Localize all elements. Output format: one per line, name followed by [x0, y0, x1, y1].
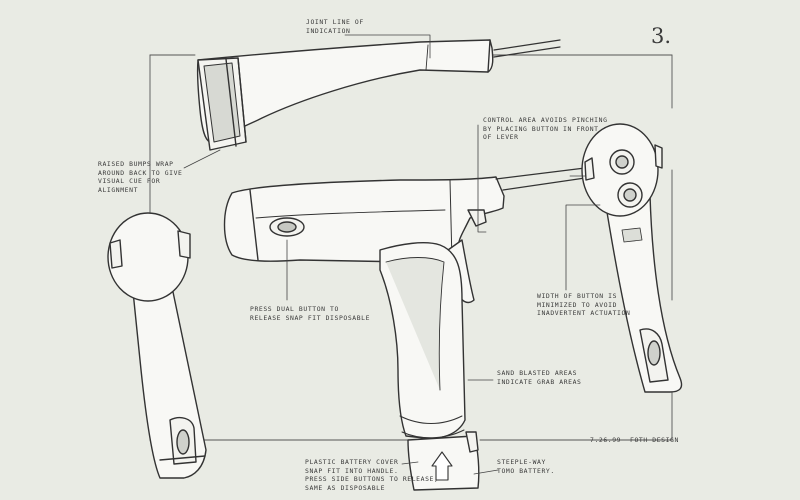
note-press-dual-button: Press dual button to release snap fit di…	[250, 305, 371, 322]
note-control-area: Control area avoids pinching by placing …	[483, 116, 608, 142]
note-sand-blasted: Sand blasted areas indicate grab areas	[497, 369, 582, 386]
note-plastic-battery: Plastic battery cover snap fit into hand…	[305, 458, 439, 492]
left-end-view	[107, 212, 207, 479]
right-end-view	[581, 123, 683, 393]
battery-cover	[407, 431, 480, 491]
note-width-of-button: Width of button is minimized to avoid in…	[537, 292, 631, 318]
leader-lines	[183, 34, 601, 475]
top-view-drill	[196, 39, 561, 151]
note-raised-bumps: Raised bumps wrap around back to give vi…	[98, 160, 183, 194]
note-steeple-way: Steeple-way Tomo battery.	[497, 458, 555, 475]
note-date-credit: 7.26.99 Foth Design	[590, 436, 679, 444]
drill-handle	[379, 242, 466, 440]
note-joint-line: Joint line of indication	[306, 18, 364, 35]
page-number: 3.	[651, 24, 672, 48]
